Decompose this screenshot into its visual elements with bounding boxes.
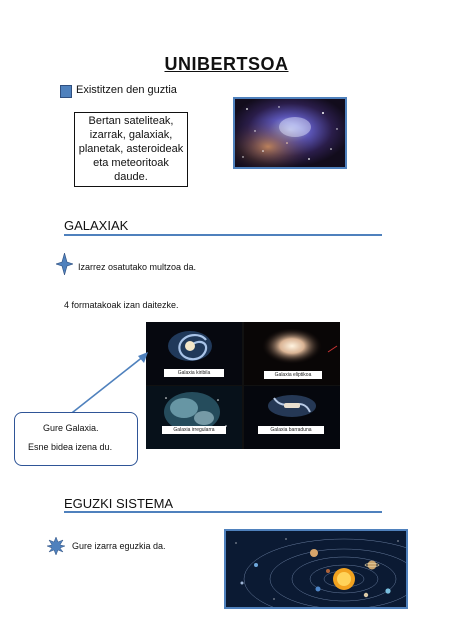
nebula-photo (233, 97, 347, 169)
galaxy-forms-text: 4 formatakoak izan daitezke. (64, 300, 179, 310)
solar-system-text: Gure izarra eguzkia da. (72, 541, 166, 551)
spiral-galaxy-cell: Galaxia kiribila (146, 322, 242, 385)
page-title: UNIBERTSOA (164, 54, 289, 74)
elliptical-galaxy-icon (244, 322, 340, 385)
solar-system-heading: EGUZKI SISTEMA (64, 496, 174, 511)
galaxy-type-caption: Galaxia eliptikoa (264, 371, 322, 379)
callout-arrow (67, 352, 148, 417)
star-burst-bullet-icon (47, 537, 65, 555)
description-line: izarrak, galaxiak, (89, 129, 173, 141)
intro-bullet-text: Existitzen den guztia (76, 84, 177, 96)
square-bullet-icon (60, 85, 72, 98)
galaxies-heading: GALAXIAK (64, 218, 129, 233)
description-line: Bertan sateliteak, (88, 115, 174, 127)
universe-description-box: Bertan sateliteak, izarrak, galaxiak, pl… (74, 112, 188, 187)
description-line: planetak, asteroideak (78, 143, 184, 155)
description-line: eta meteoritoak (93, 157, 169, 169)
callout-line: Esne bidea izena du. (28, 442, 113, 452)
description-line: daude. (114, 171, 148, 183)
galaxy-type-caption: Galaxia irregularra (162, 426, 226, 434)
galaxy-types-image: Galaxia kiribila Galaxia eliptikoa (146, 322, 340, 449)
galaxy-type-caption: Galaxia kiribila (164, 369, 224, 377)
milky-way-callout: Gure Galaxia. Esne bidea izena du. (14, 412, 138, 466)
irregular-galaxy-icon (146, 386, 242, 449)
star-bullet-icon (56, 253, 73, 275)
nebula-image (235, 99, 345, 167)
barred-galaxy-icon (244, 386, 340, 449)
solar-system-image (226, 531, 406, 607)
barred-galaxy-cell: Galaxia barraduna (244, 386, 340, 449)
solar-system-photo (224, 529, 408, 609)
elliptical-galaxy-cell: Galaxia eliptikoa (244, 322, 340, 385)
callout-line: Gure Galaxia. (43, 423, 99, 433)
irregular-galaxy-cell: Galaxia irregularra (146, 386, 242, 449)
galaxy-definition: Izarrez osatutako multzoa da. (78, 262, 197, 272)
galaxy-type-caption: Galaxia barraduna (258, 426, 324, 434)
solar-system-divider (64, 511, 382, 513)
galaxies-divider (64, 234, 382, 236)
